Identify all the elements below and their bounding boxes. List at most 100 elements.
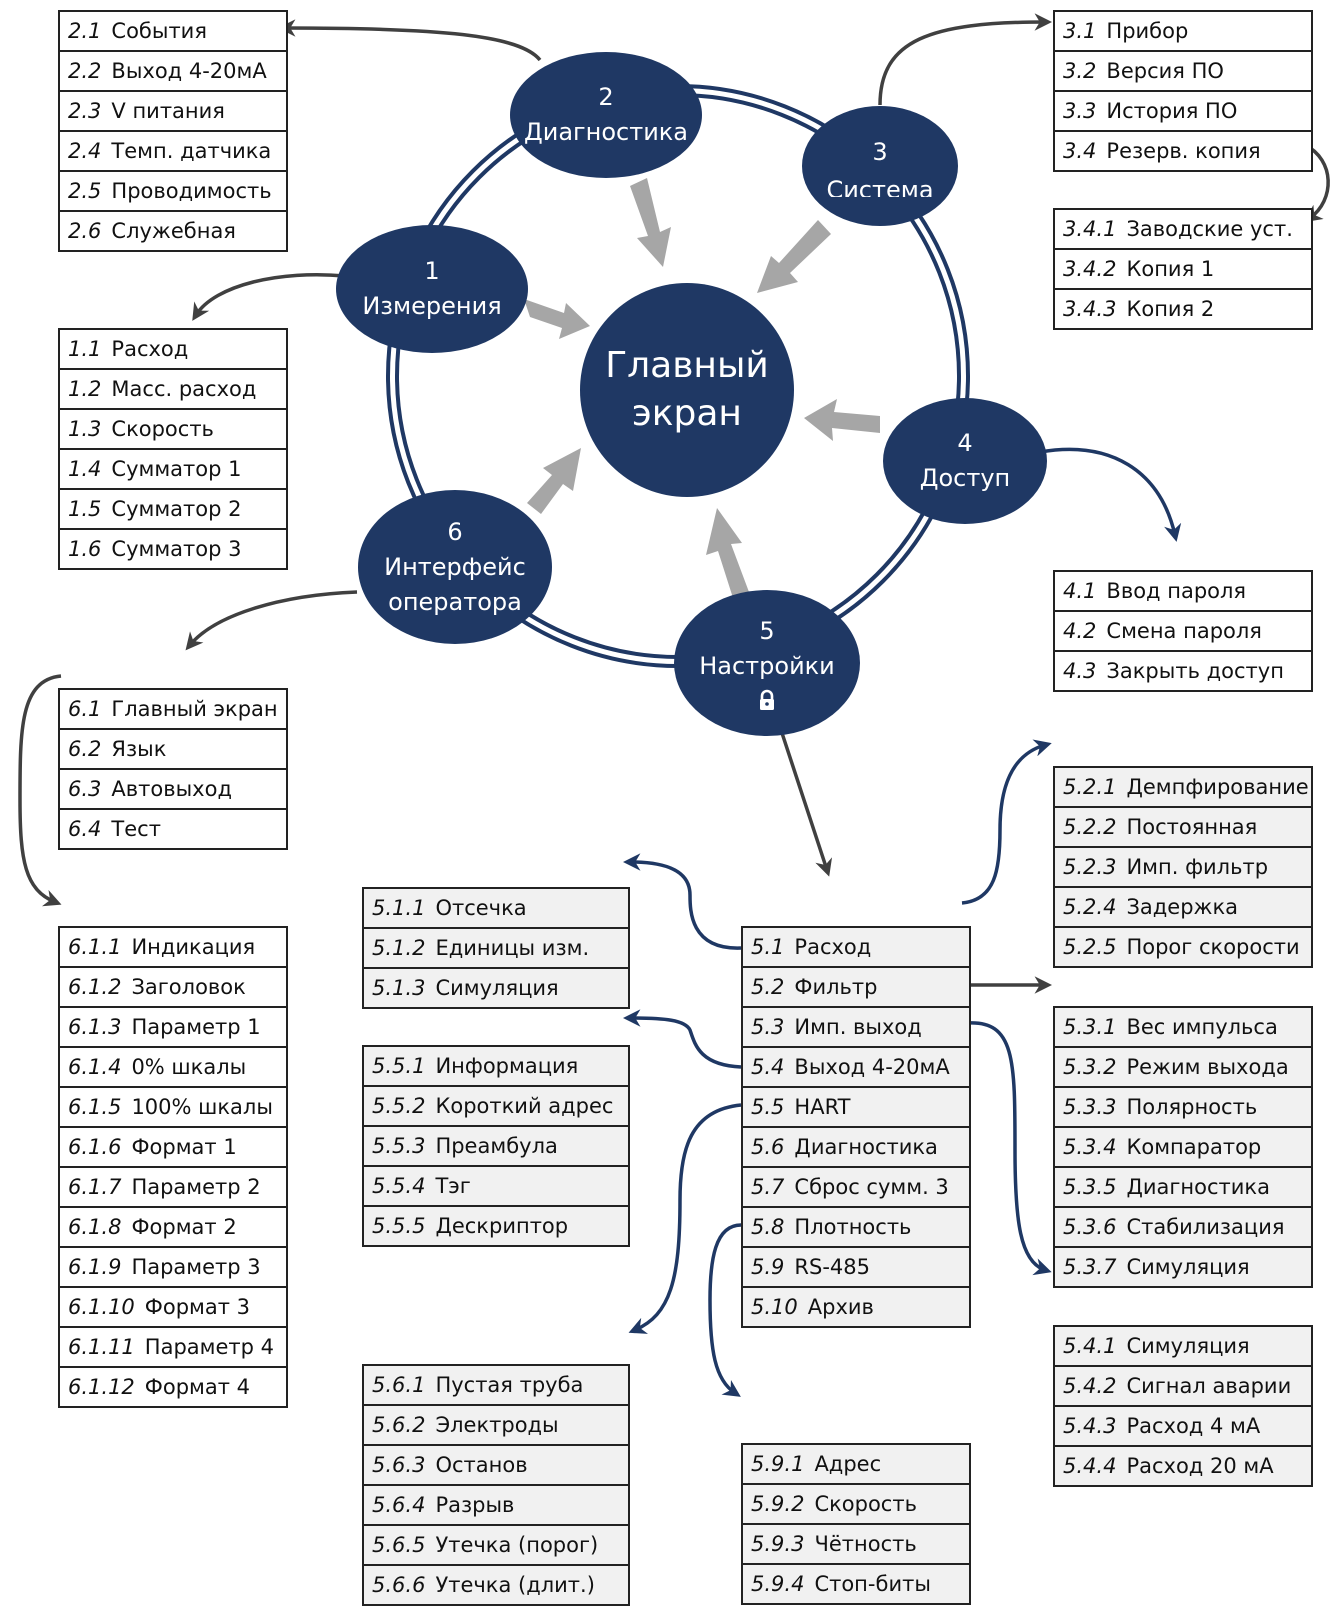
arrow-3-to-menu bbox=[878, 13, 1052, 106]
menu-item-number: 5.5 bbox=[751, 1095, 785, 1119]
menu-item-number: 5.2.2 bbox=[1063, 815, 1117, 839]
menu-item-number: 5.9.4 bbox=[751, 1572, 805, 1596]
menu-item-number: 6.1.11 bbox=[68, 1335, 135, 1359]
node-system[interactable]: 3 Система bbox=[802, 106, 958, 226]
menu-item-number: 5.3.5 bbox=[1063, 1175, 1117, 1199]
node-diagnostics[interactable]: 2 Диагностика bbox=[510, 52, 702, 178]
menu-item-label: HART bbox=[794, 1095, 851, 1119]
menu-item-number: 5.4.2 bbox=[1063, 1374, 1117, 1398]
node-access[interactable]: 4 Доступ bbox=[883, 398, 1047, 524]
node-label: Доступ bbox=[919, 464, 1011, 492]
node-settings[interactable]: 5 Настройки bbox=[674, 590, 860, 736]
node-measurements[interactable]: 1 Измерения bbox=[336, 225, 528, 353]
main-screen-node[interactable]: Главный экран bbox=[580, 283, 794, 497]
menu-item-number: 5.8 bbox=[751, 1215, 785, 1239]
menu-item[interactable]: 5.5 HART bbox=[743, 1086, 969, 1126]
node-operator-interface[interactable]: 6 Интерфейс оператора bbox=[358, 490, 552, 644]
grey-arrow-from-1 bbox=[524, 299, 590, 339]
